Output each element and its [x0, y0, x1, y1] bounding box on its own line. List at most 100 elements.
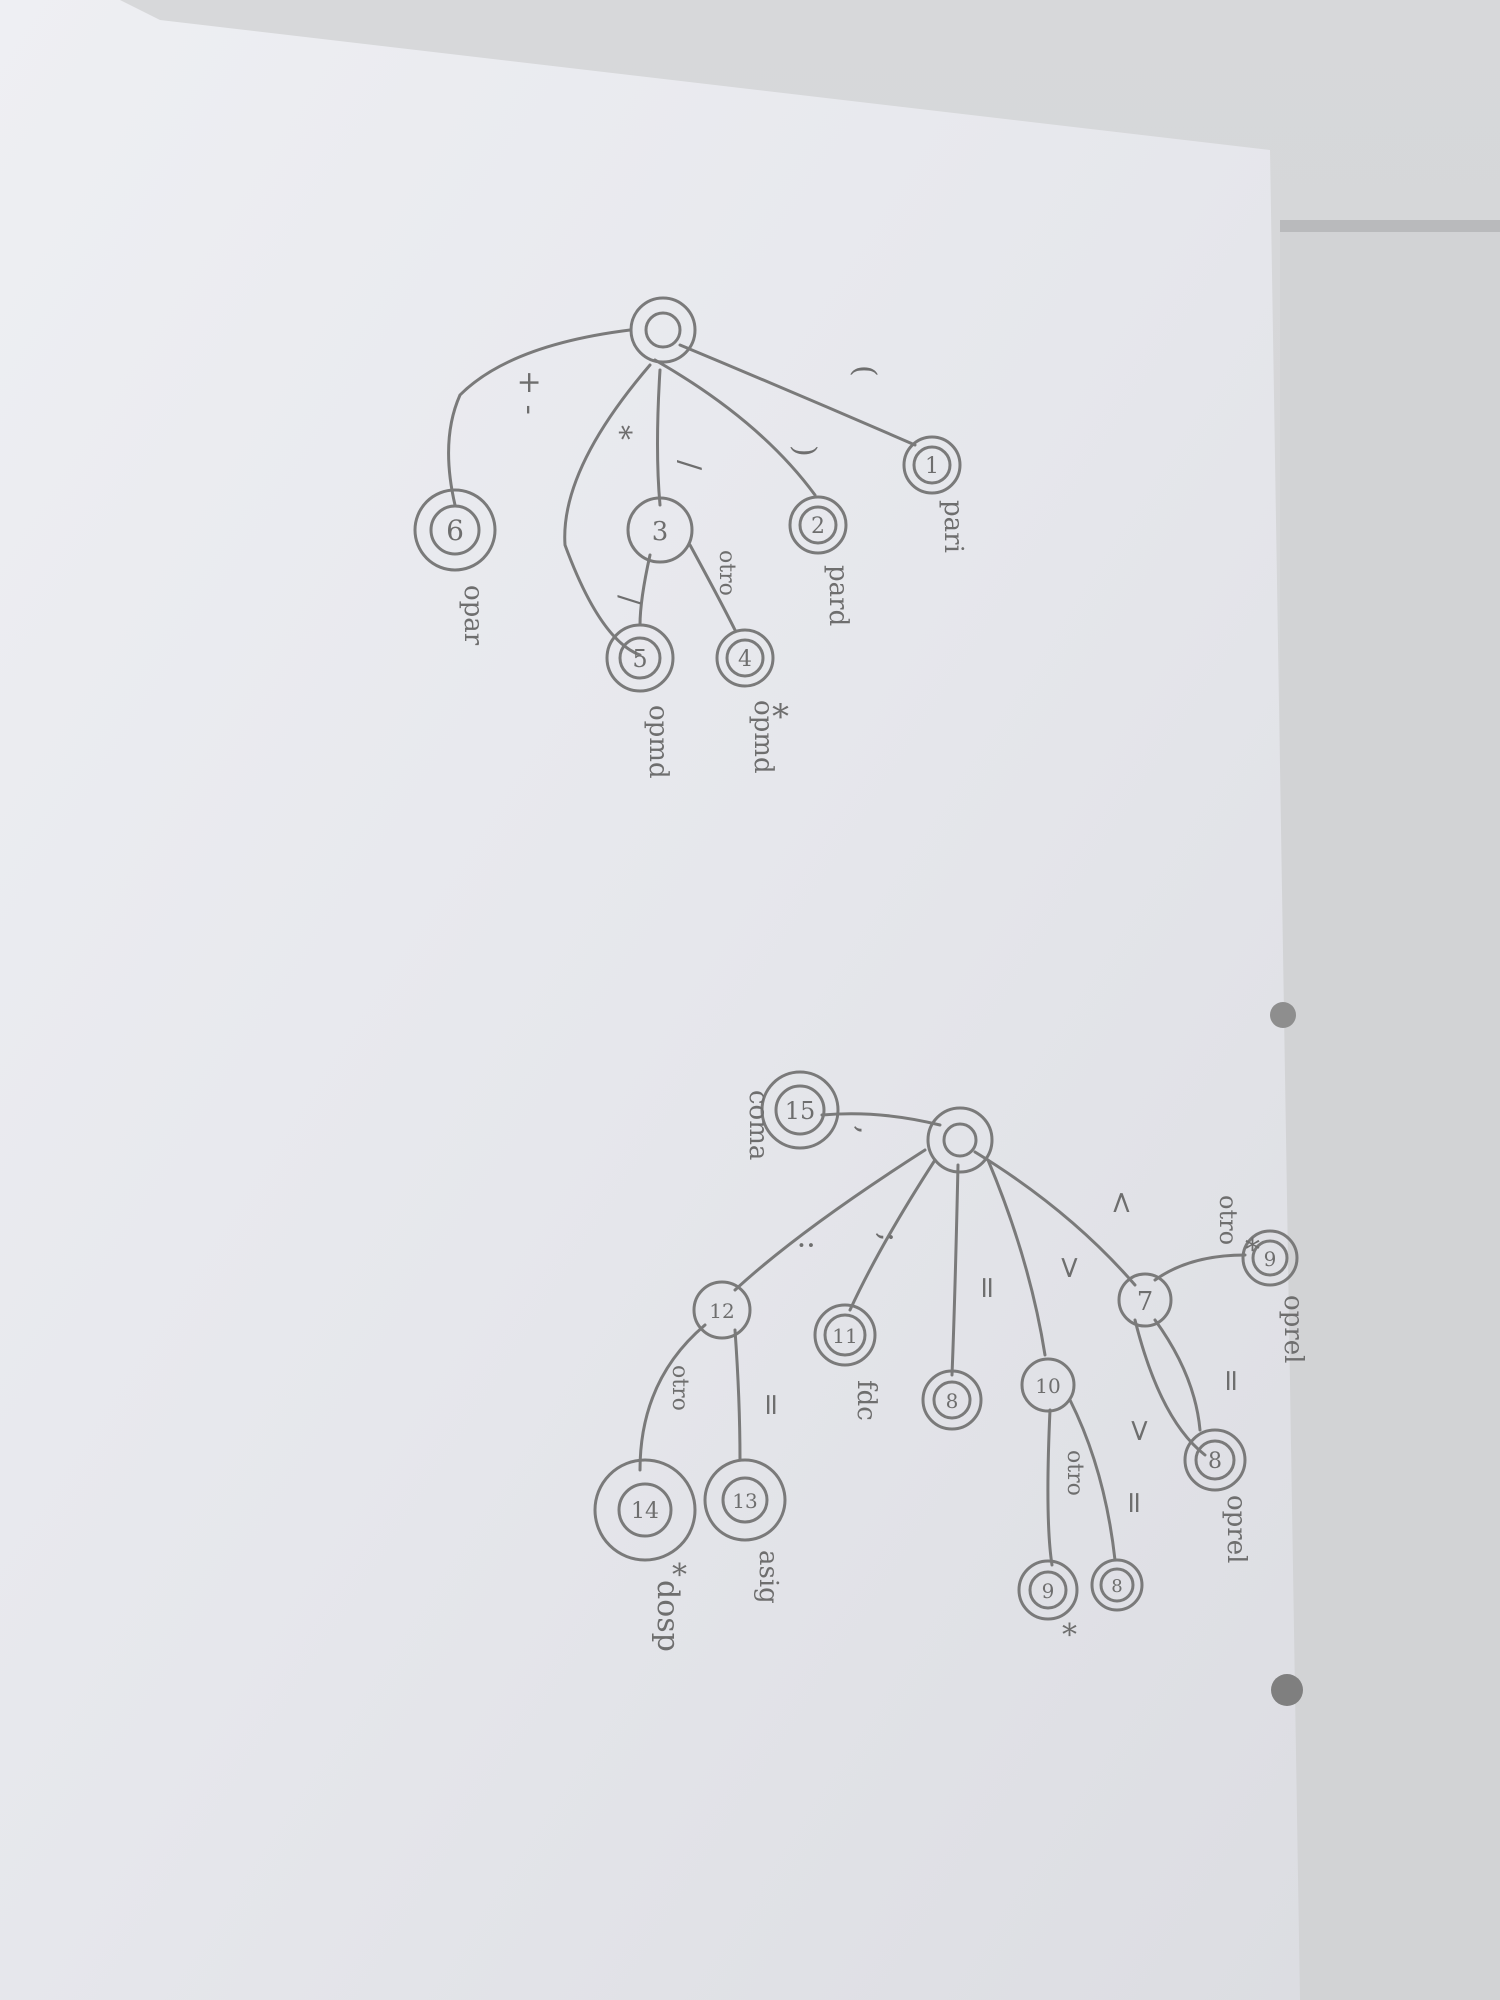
edge-7-8a-gt [1133, 1318, 1207, 1457]
node-7-label: 7 [1137, 1287, 1154, 1317]
node-12 [692, 1280, 752, 1340]
node-9a-label: 9 [1264, 1247, 1277, 1271]
diagram-left [413, 296, 962, 693]
node-6-label: 6 [446, 514, 464, 547]
node-13-label: 13 [732, 1489, 757, 1513]
node-2 [788, 495, 848, 555]
node-14 [593, 1458, 697, 1562]
node-6-annotation: opar [458, 585, 488, 646]
node-14-label: 14 [631, 1499, 659, 1524]
diagram-right-labels: 7 8 9 10 8 9 8 11 12 13 14 15 oprel opre… [631, 1090, 1308, 1653]
edge-label-0-2: ) [787, 445, 822, 457]
node-9b-label: 9 [1042, 1579, 1055, 1603]
node-8b-label: 8 [1111, 1576, 1122, 1597]
desk-edge [1280, 220, 1500, 232]
edge-label-0-10: > [1052, 1255, 1087, 1280]
node-13-annotation: asig [753, 1550, 783, 1604]
node-9a-annotation: oprel [1278, 1295, 1308, 1363]
edge-0-5 [563, 363, 652, 657]
edge-label-0-15: , [850, 1125, 885, 1135]
binder-hole [1271, 1674, 1303, 1706]
node-root-0 [926, 1106, 994, 1174]
edge-3-5 [638, 553, 652, 627]
edge-label-0-1: ( [847, 365, 882, 377]
node-1-annotation: pari [938, 500, 968, 553]
edge-0-7 [973, 1150, 1137, 1287]
diagram-left-labels: 1 2 3 4 5 6 pari pard opmd opmd opar ( )… [446, 365, 968, 779]
node-5 [605, 623, 675, 693]
node-11 [813, 1303, 877, 1367]
node-8a-annotation: oprel [1221, 1495, 1251, 1563]
node-5-label: 5 [632, 645, 647, 673]
edge-label-0-7: < [1104, 1190, 1139, 1215]
node-6 [413, 488, 497, 572]
edge-label-3-5: / [613, 595, 646, 605]
node-10 [1020, 1357, 1076, 1413]
edge-label-7-8a-gt: > [1122, 1418, 1157, 1443]
diagram-right [593, 1070, 1299, 1621]
node-11-label: 11 [832, 1324, 857, 1348]
node-8a [1183, 1428, 1247, 1492]
edge-0-12 [733, 1148, 927, 1292]
edge-label-0-6: + - [512, 370, 547, 415]
edge-label-3-4: otro [714, 550, 739, 596]
mark-star: * [1245, 1233, 1260, 1268]
edge-0-15 [820, 1112, 942, 1127]
edge-label-12-14: otro [667, 1365, 692, 1411]
mark-star: * [672, 1558, 687, 1593]
edge-0-6 [447, 328, 632, 507]
edge-12-13 [733, 1328, 742, 1462]
node-13 [703, 1458, 787, 1542]
node-9a [1241, 1229, 1299, 1287]
edge-7-8a-eq [1153, 1318, 1202, 1432]
mark-star: * [772, 697, 789, 737]
edge-label-10-8b: = [1117, 1490, 1152, 1515]
node-2-label: 2 [811, 514, 825, 539]
edge-0-2 [653, 358, 817, 497]
paper-sheet [0, 0, 1300, 2000]
node-8c-label: 8 [946, 1389, 959, 1413]
node-5-annotation: opmd [643, 705, 673, 779]
node-1 [902, 435, 962, 495]
node-15-label: 15 [785, 1097, 816, 1125]
edge-label-10-9b: otro [1062, 1450, 1087, 1496]
node-10-label: 10 [1035, 1374, 1060, 1398]
edge-0-1 [678, 343, 917, 447]
edge-0-8c [950, 1163, 960, 1377]
node-15-annotation: coma [743, 1090, 773, 1160]
edge-label-12-13: = [754, 1392, 789, 1417]
node-4 [715, 628, 775, 688]
node-12-label: 12 [709, 1299, 734, 1323]
node-11-annotation: fdc [851, 1380, 881, 1421]
edge-7-9a [1153, 1253, 1247, 1282]
edge-10-9b [1046, 1408, 1054, 1567]
node-8b [1090, 1558, 1144, 1612]
edge-label-0-12: : [792, 1240, 827, 1250]
node-14-annotation: dosp [650, 1580, 685, 1652]
node-9b [1017, 1559, 1079, 1621]
edge-label-0-5: * [602, 425, 637, 440]
edge-0-10 [986, 1158, 1047, 1357]
node-15 [760, 1070, 840, 1150]
edge-label-0-3: / [672, 460, 707, 471]
node-2-annotation: pard [823, 565, 853, 626]
edge-label-7-8a-eq: = [1214, 1368, 1249, 1393]
edge-10-8b [1068, 1398, 1117, 1562]
edge-label-0-11: ; [872, 1232, 907, 1242]
edge-label-7-9a: otro [1214, 1195, 1242, 1245]
node-3-label: 3 [652, 517, 669, 547]
edge-label-0-8c: = [970, 1275, 1005, 1300]
mark-star: * [1062, 1618, 1077, 1653]
edge-12-14 [638, 1323, 707, 1472]
node-3 [626, 496, 694, 564]
node-8a-label: 8 [1208, 1449, 1222, 1474]
node-7 [1117, 1272, 1173, 1328]
edge-3-4 [688, 543, 737, 632]
node-4-annotation: opmd [748, 700, 778, 774]
edge-0-3 [656, 368, 662, 507]
node-4-label: 4 [738, 647, 752, 672]
binder-hole [1270, 1002, 1296, 1028]
desk-surface [1280, 232, 1500, 2000]
node-8c [921, 1369, 983, 1431]
node-root-0 [629, 296, 697, 364]
